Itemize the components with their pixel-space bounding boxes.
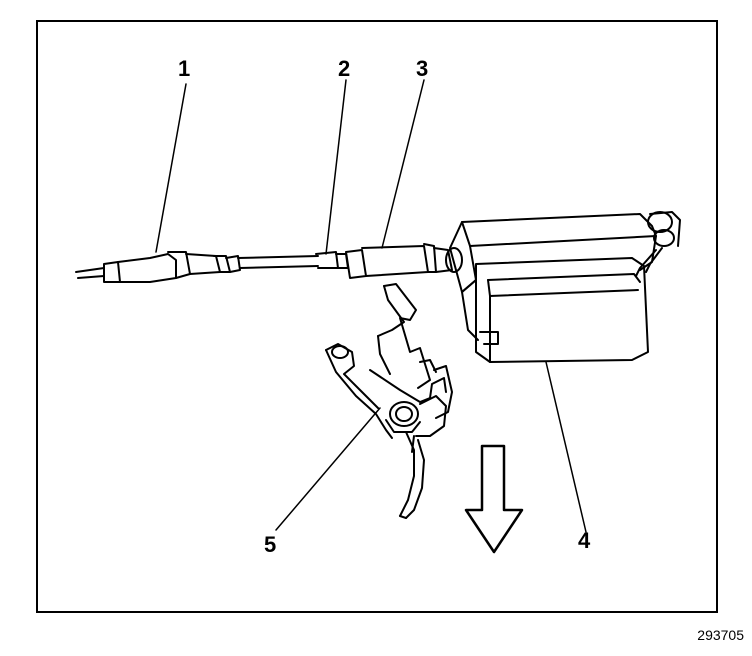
lock-lever-bracket xyxy=(325,283,453,519)
cable xyxy=(237,251,349,269)
direction-arrow-down xyxy=(464,444,524,554)
actuator-housing xyxy=(449,211,681,363)
callout-3: 3 xyxy=(416,56,429,81)
callout-4: 4 xyxy=(578,528,591,553)
leader-lines xyxy=(155,79,587,533)
callout-1: 1 xyxy=(178,56,191,81)
diagram-frame xyxy=(36,20,718,613)
figure-id: 293705 xyxy=(697,627,744,643)
cable-end-connector xyxy=(75,251,241,283)
cable-sleeve xyxy=(345,243,463,279)
callout-2: 2 xyxy=(338,56,351,81)
callout-5: 5 xyxy=(264,532,277,557)
